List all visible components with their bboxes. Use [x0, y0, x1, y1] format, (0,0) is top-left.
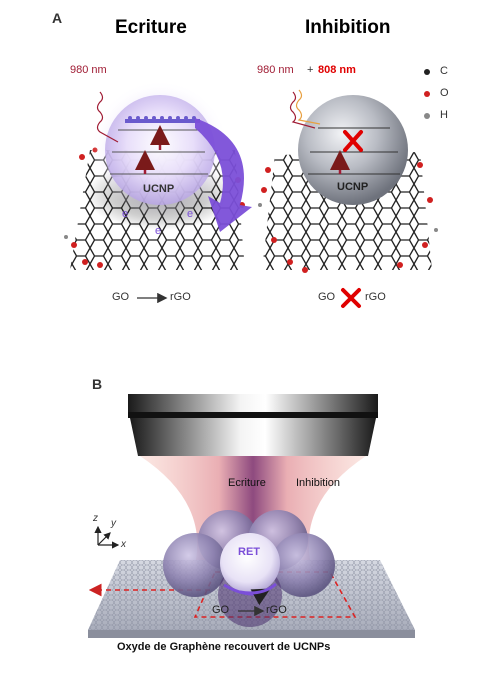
laser-beam	[140, 456, 366, 560]
reaction-go-left: GO	[112, 291, 130, 303]
axes-icon	[94, 525, 120, 549]
oxygen-groups-right	[258, 162, 438, 273]
panel-a-letter: A	[52, 10, 63, 26]
ucnp-particle-right	[298, 95, 408, 205]
axis-y-label: y	[111, 518, 116, 529]
reaction-go-right: GO	[318, 291, 336, 303]
legend-oxygen-label: O	[440, 87, 449, 99]
wavy-light-left	[96, 91, 119, 143]
electron-label-2: e	[155, 225, 162, 237]
reaction-rgo-right: rGO	[365, 291, 386, 303]
ret-label: RET	[238, 546, 260, 558]
ucnp-label-right: UCNP	[337, 181, 369, 193]
electron-transfer-arrow	[195, 118, 252, 232]
wavelength-label-808: 808 nm	[318, 64, 356, 76]
ucnp-particle-left	[90, 80, 230, 220]
wavy-light-980	[289, 91, 316, 129]
wavy-light-808	[295, 89, 321, 125]
electron-label-3: e	[187, 208, 194, 220]
electron-label-1: e	[122, 208, 129, 220]
legend-carbon-label: C	[440, 65, 448, 77]
reaction-rgo-left: rGO	[170, 291, 191, 303]
axis-z-label: z	[93, 513, 98, 524]
beam-label-write: Ecriture	[228, 477, 266, 489]
reaction-rgo-b: rGO	[266, 604, 287, 616]
ucnp-cluster	[163, 510, 335, 627]
legend-hydrogen-label: H	[440, 109, 448, 121]
panel-a-left-title: Ecriture	[115, 17, 187, 38]
reaction-blocked-cross-icon	[341, 288, 361, 308]
wavelength-label-980: 980 nm	[257, 64, 294, 76]
objective-lens	[128, 394, 378, 456]
legend-hydrogen-dot	[424, 113, 430, 119]
legend-carbon-dot	[424, 69, 430, 75]
legend-oxygen-dot	[424, 91, 430, 97]
panel-b-letter: B	[92, 376, 103, 392]
caption: Oxyde de Graphène recouvert de UCNPs	[117, 641, 331, 653]
ucnp-label-left: UCNP	[143, 183, 175, 195]
panel-a-right-title: Inhibition	[305, 17, 391, 38]
beam-label-inhibit: Inhibition	[296, 477, 341, 489]
reaction-go-b: GO	[212, 604, 230, 616]
wavelength-label-left: 980 nm	[70, 64, 107, 76]
inhibition-cross-icon	[343, 130, 363, 152]
wavelength-plus: +	[307, 64, 314, 76]
axis-x-label: x	[121, 539, 126, 550]
